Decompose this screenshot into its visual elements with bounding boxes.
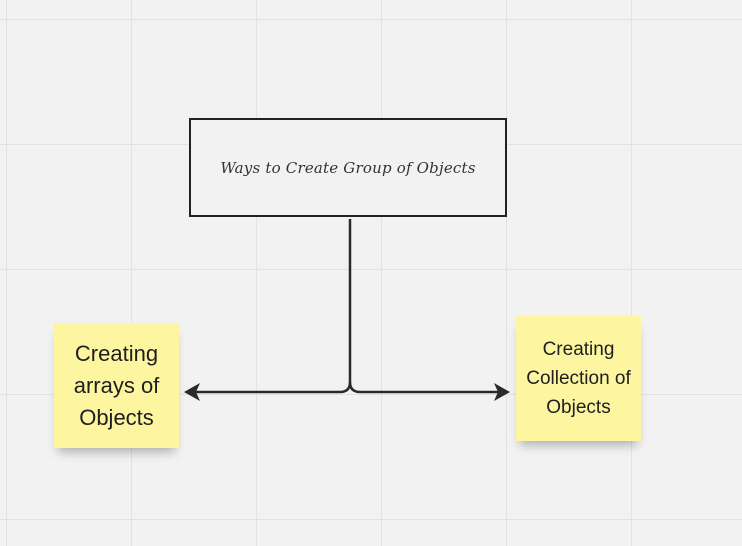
connector-to-collection[interactable]	[348, 381, 500, 394]
sticky-note-arrays-text: Creating arrays of Objects	[73, 340, 160, 430]
title-text: Ways to Create Group of Objects	[220, 158, 476, 177]
arrowhead-right-icon	[494, 383, 510, 401]
arrowhead-left-icon	[184, 383, 200, 401]
sticky-note-arrays[interactable]: Creating arrays of Objects	[54, 323, 179, 448]
title-box[interactable]: Ways to Create Group of Objects	[189, 118, 507, 217]
sticky-note-collection-text: Creating Collection of Objects	[526, 339, 631, 418]
sticky-note-collection[interactable]: Creating Collection of Objects	[516, 316, 641, 441]
connector-to-arrays[interactable]	[194, 219, 352, 394]
